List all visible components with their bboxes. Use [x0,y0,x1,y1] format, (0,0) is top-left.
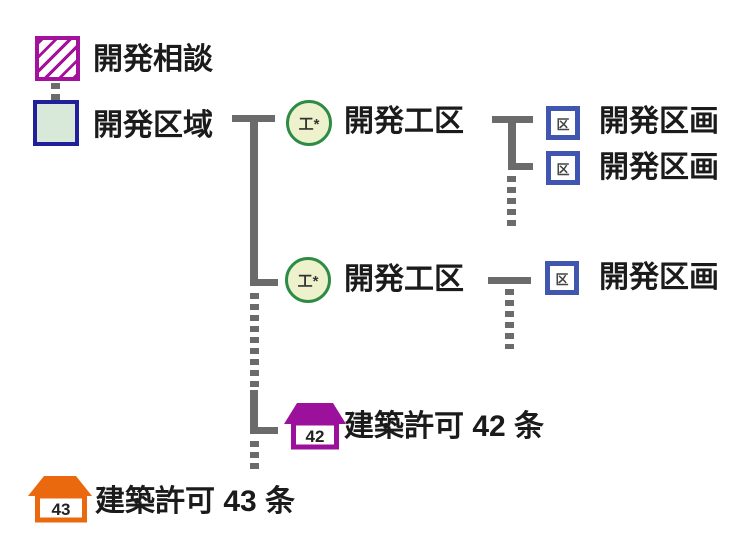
parcel-1-icon: 区 [546,106,580,140]
house-number-43: 43 [52,500,71,519]
work-zone-2-label: 開発工区 [344,263,464,296]
development-consultation-label: 開発相談 [93,43,213,76]
building-permit-42-label: 建築許可 42 条 [344,410,545,443]
work-zone-1-icon-text: 工* [298,115,320,133]
connector-workzone1-vertical-dotted [507,176,516,230]
parcel-2-label: 開発区画 [599,151,719,184]
connector-workzone2-elbow [254,279,278,286]
connector-workzone2-tbar [488,277,531,284]
development-area-icon [33,100,79,146]
connector-consultation-area-dotted [51,83,60,100]
parcel-2-icon-text: 区 [556,161,570,177]
connector-area-tbar [232,115,275,122]
building-permit-42-icon: 42 [284,403,346,450]
building-permit-43-icon: 43 [28,476,92,523]
parcel-1-icon-text: 区 [556,116,570,132]
connector-permit42-elbow [254,427,278,434]
building-permit-43-label: 建築許可 43 条 [95,485,296,518]
connector-workzone1-tbar [492,116,533,123]
work-zone-2-icon: 工* [285,257,331,303]
house-roof-42 [284,403,346,424]
connector-workzone1-vertical-solid [508,123,516,170]
connector-permit42-vertical-solid [250,390,258,434]
house-body-43 [35,493,87,523]
development-area-label: 開発区域 [93,109,213,142]
connector-workzone2-vertical-dotted [505,289,514,349]
work-zone-1-label: 開発工区 [344,105,464,138]
parcel-3-label: 開発区画 [599,261,719,294]
house-roof-43 [28,476,92,496]
connector-main-vertical-solid [250,122,258,286]
development-consultation-icon [35,36,80,81]
parcel-3-icon: 区 [545,261,579,295]
connector-bottom-dotted [250,441,259,474]
connector-main-vertical-dotted [250,293,259,391]
work-zone-2-icon-text: 工* [297,272,319,290]
parcel-3-icon-text: 区 [555,271,569,287]
house-number-42: 42 [306,427,325,446]
house-body-42 [291,420,339,450]
work-zone-1-icon: 工* [286,100,332,146]
parcel-1-label: 開発区画 [599,105,719,138]
parcel-2-icon: 区 [546,151,580,185]
connector-parcel2-elbow [510,163,533,170]
